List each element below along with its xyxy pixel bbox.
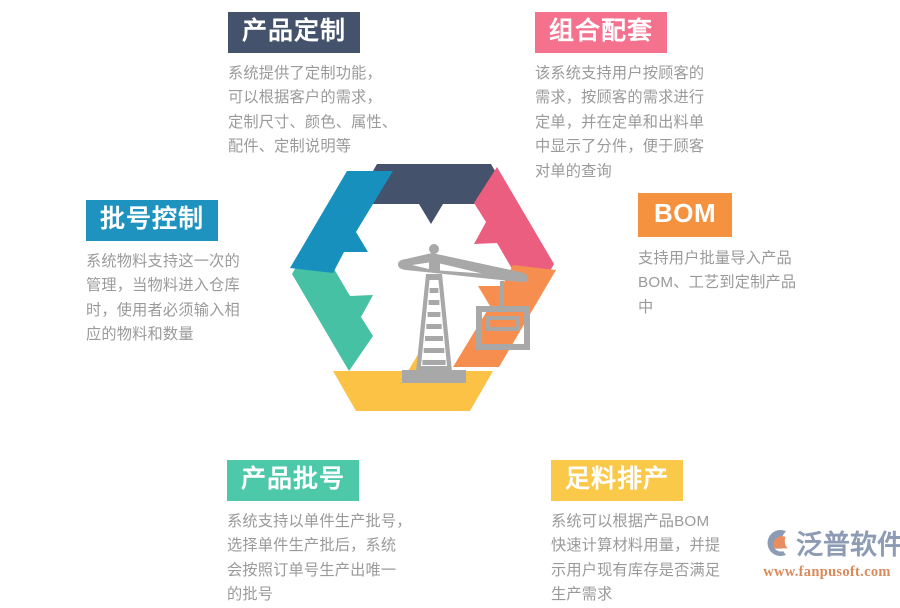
- section-text-product-batch: 系统支持以单件生产批号， 选择单件生产批后，系统 会按照订单号生产出唯一 的批号: [227, 510, 447, 608]
- section-material-scheduling: 足料排产 系统可以根据产品BOM 快速计算材料用量，并提 示用户现有库存是否满足…: [551, 460, 766, 608]
- section-title-product-customization: 产品定制: [228, 12, 360, 53]
- fanpu-circle-icon: [762, 528, 792, 563]
- section-text-batch-control: 系统物料支持这一次的 管理，当物料进入仓库 时，使用者必须输入相 应的物料和数量: [86, 250, 301, 349]
- section-title-batch-control: 批号控制: [86, 200, 218, 241]
- section-combination-kit: 组合配套 该系统支持用户按顾客的 需求，按顾客的需求进行 定单，并在定单和出料单…: [535, 12, 750, 185]
- logo-website-url: www.fanpusoft.com: [762, 564, 892, 581]
- company-logo[interactable]: 泛普软件 www.fanpusoft.com: [762, 528, 892, 584]
- section-text-material-scheduling: 系统可以根据产品BOM 快速计算材料用量，并提 示用户现有库存是否满足 生产需求: [551, 510, 766, 608]
- section-title-material-scheduling: 足料排产: [551, 460, 683, 501]
- logo-row: 泛普软件: [762, 528, 892, 563]
- hexagon-cycle-diagram: [268, 158, 598, 458]
- section-text-bom: 支持用户批量导入产品 BOM、工艺到定制产品 中: [638, 247, 838, 321]
- section-batch-control: 批号控制 系统物料支持这一次的 管理，当物料进入仓库 时，使用者必须输入相 应的…: [86, 200, 301, 348]
- section-text-product-customization: 系统提供了定制功能， 可以根据客户的需求， 定制尺寸、颜色、属性、 配件、定制说…: [228, 62, 443, 161]
- section-title-product-batch: 产品批号: [227, 460, 359, 501]
- logo-company-name: 泛普软件: [796, 532, 900, 559]
- hex-segment-upper-left[interactable]: [290, 171, 393, 273]
- section-text-combination-kit: 该系统支持用户按顾客的 需求，按顾客的需求进行 定单，并在定单和出料单 中显示了…: [535, 62, 750, 185]
- section-title-bom: BOM: [638, 193, 732, 237]
- section-product-batch: 产品批号 系统支持以单件生产批号， 选择单件生产批后，系统 会按照订单号生产出唯…: [227, 460, 447, 608]
- section-title-combination-kit: 组合配套: [535, 12, 667, 53]
- section-bom: BOM 支持用户批量导入产品 BOM、工艺到定制产品 中: [638, 193, 838, 320]
- section-product-customization: 产品定制 系统提供了定制功能， 可以根据客户的需求， 定制尺寸、颜色、属性、 配…: [228, 12, 443, 160]
